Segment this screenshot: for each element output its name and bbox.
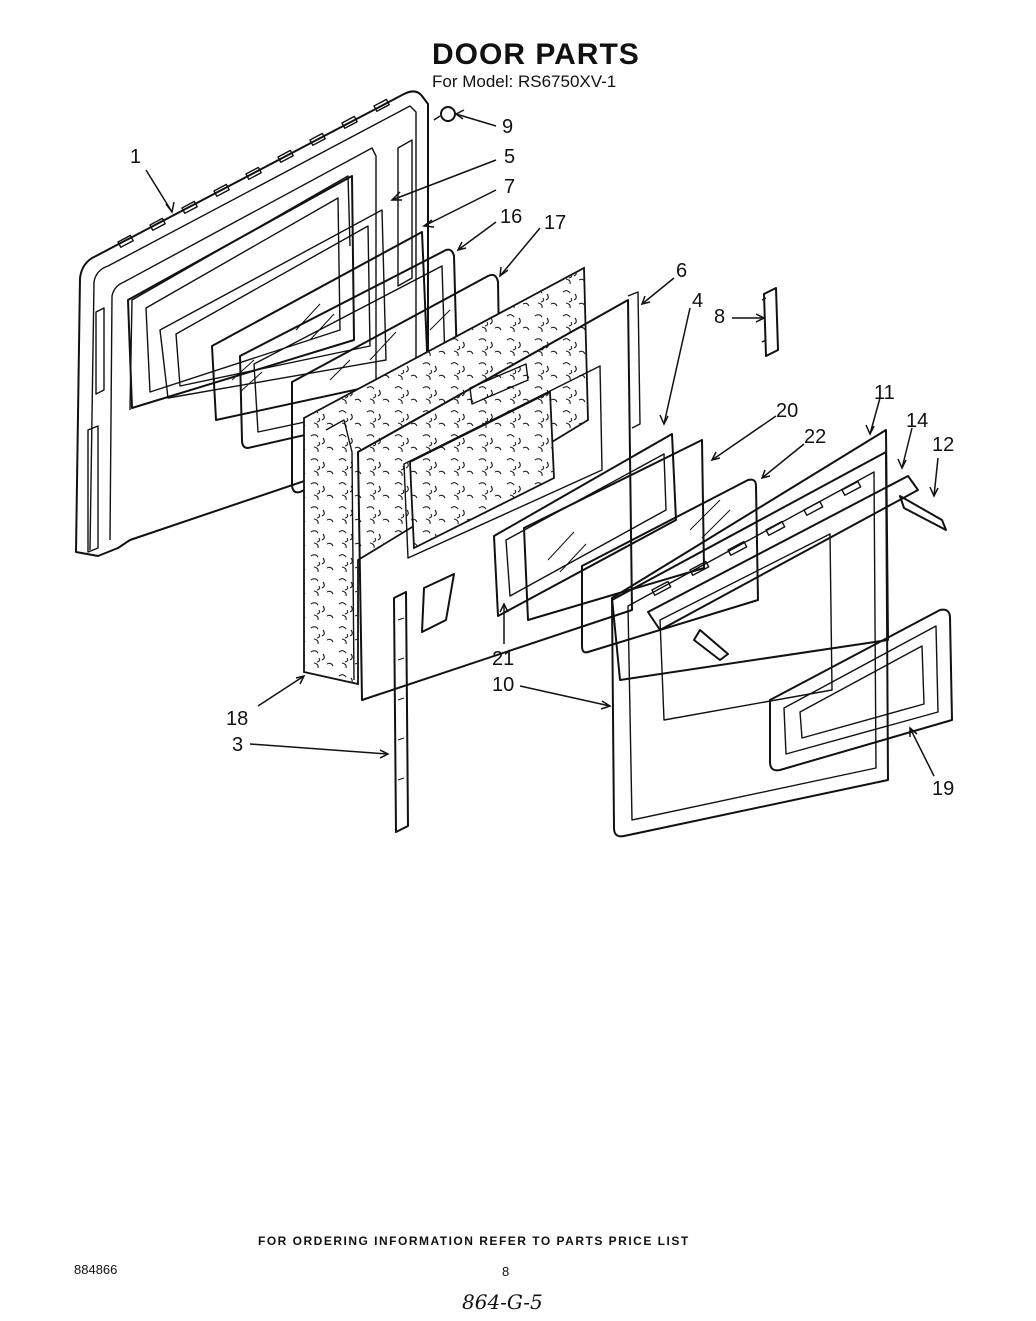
callout-10: 10 (492, 674, 515, 696)
part-8-bracket (761, 287, 779, 357)
callout-5: 5 (504, 146, 516, 168)
callout-6: 6 (676, 260, 688, 282)
page-title: DOOR PARTS (432, 38, 640, 71)
part-22-outer-glass (581, 478, 759, 654)
part-20-glass (523, 439, 705, 621)
callout-12: 12 (932, 434, 955, 456)
bracket-part-small (421, 573, 455, 633)
callout-16: 16 (500, 206, 523, 228)
callout-leader-lines (145, 109, 939, 777)
page-number: 8 (502, 1264, 510, 1279)
callout-3: 3 (232, 734, 244, 756)
liner-vent-slots (117, 98, 390, 248)
callout-21: 21 (492, 648, 515, 670)
callout-7: 7 (504, 176, 516, 198)
part-11-vent-trim (611, 429, 889, 681)
callout-14: 14 (906, 410, 929, 432)
callout-22: 22 (804, 426, 827, 448)
part-4-rail (493, 433, 677, 617)
part-18-insulation (303, 266, 589, 686)
callout-1: 1 (130, 146, 142, 168)
callout-20: 20 (776, 400, 799, 422)
door-vent-slots (651, 480, 862, 596)
part-10-outer-door-panel (611, 451, 889, 838)
callout-8: 8 (714, 306, 726, 328)
document-number: 884866 (74, 1262, 118, 1277)
callout-4: 4 (692, 290, 704, 312)
model-subtitle: For Model: RS6750XV-1 (432, 72, 617, 91)
ordering-info-note: FOR ORDERING INFORMATION REFER TO PARTS … (258, 1234, 690, 1248)
part-9-screw (433, 106, 456, 122)
callout-18: 18 (226, 708, 249, 730)
callout-19: 19 (932, 778, 955, 800)
callout-11: 11 (874, 382, 895, 404)
part-3-side-strip (393, 591, 409, 833)
handwritten-note: 864-G-5 (462, 1290, 543, 1314)
part-6-inner-door-panel (357, 291, 641, 701)
callout-9: 9 (502, 116, 514, 138)
part-14-handle-trim (647, 475, 947, 661)
callout-17: 17 (544, 212, 567, 234)
part-5-inner-window-frame (127, 175, 387, 409)
part-19-window-frame (769, 608, 953, 772)
